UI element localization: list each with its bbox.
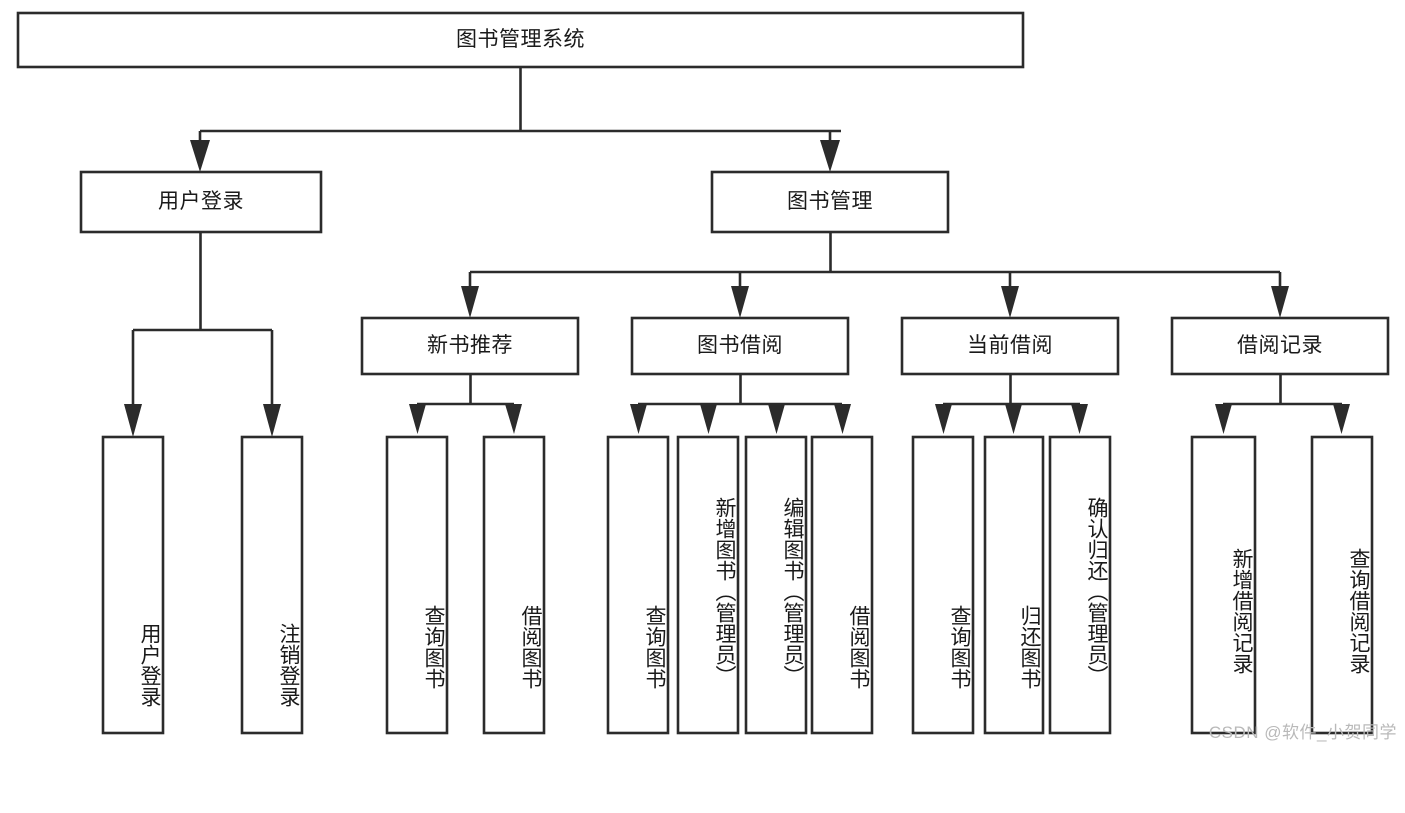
hierarchy-diagram-canvas: 图书管理系统 用户登录 图书管理 新书推荐 图书借阅 当前借阅 借阅记录 用户登… [16,11,1397,742]
arrow-head-book-manage [820,140,840,172]
arrow-head-leaf-add-book [700,404,717,434]
node-box-layer [16,11,1390,735]
node-box-leaf-query-book-3[interactable] [911,435,975,735]
node-box-root[interactable] [16,11,1025,69]
node-box-user-login[interactable] [79,170,323,234]
arrow-head-user-login [190,140,210,172]
diagram-svg-layer [16,11,1390,735]
arrow-head-current-borrow [1001,286,1019,318]
arrow-head-leaf-user-login [124,404,142,437]
node-box-leaf-edit-book[interactable] [744,435,808,735]
arrow-head-leaf-edit-book [768,404,785,434]
node-box-leaf-return-book[interactable] [983,435,1045,735]
node-box-leaf-borrow-book-1[interactable] [482,435,546,735]
arrow-head-leaf-borrow-book-2 [834,404,851,434]
node-box-leaf-query-record[interactable] [1310,435,1374,735]
node-box-leaf-confirm-return[interactable] [1048,435,1112,735]
arrow-head-leaf-add-record [1215,404,1232,434]
node-box-leaf-borrow-book-2[interactable] [810,435,874,735]
arrow-head-new-book-recommend [461,286,479,318]
node-box-current-borrow[interactable] [900,316,1120,376]
node-box-borrow-record[interactable] [1170,316,1390,376]
arrow-head-leaf-return-book [1005,404,1022,434]
node-box-new-book-recommend[interactable] [360,316,580,376]
arrow-head-leaf-query-book-1 [409,404,426,434]
node-box-leaf-user-login[interactable] [101,435,165,735]
node-box-book-borrow[interactable] [630,316,850,376]
connector-layer [124,67,1350,437]
arrow-head-leaf-query-book-2 [630,404,647,434]
node-box-leaf-add-book[interactable] [676,435,740,735]
node-box-leaf-query-book-2[interactable] [606,435,670,735]
arrow-head-book-borrow [731,286,749,318]
arrow-head-leaf-user-logout [263,404,281,437]
node-box-book-manage[interactable] [710,170,950,234]
arrow-head-leaf-query-book-3 [935,404,952,434]
node-box-leaf-query-book-1[interactable] [385,435,449,735]
arrow-head-leaf-confirm-return [1071,404,1088,434]
node-box-leaf-user-logout[interactable] [240,435,304,735]
arrow-head-leaf-query-record [1333,404,1350,434]
arrow-head-leaf-borrow-book-1 [505,404,522,434]
node-box-leaf-add-record[interactable] [1190,435,1257,735]
arrow-head-borrow-record [1271,286,1289,318]
